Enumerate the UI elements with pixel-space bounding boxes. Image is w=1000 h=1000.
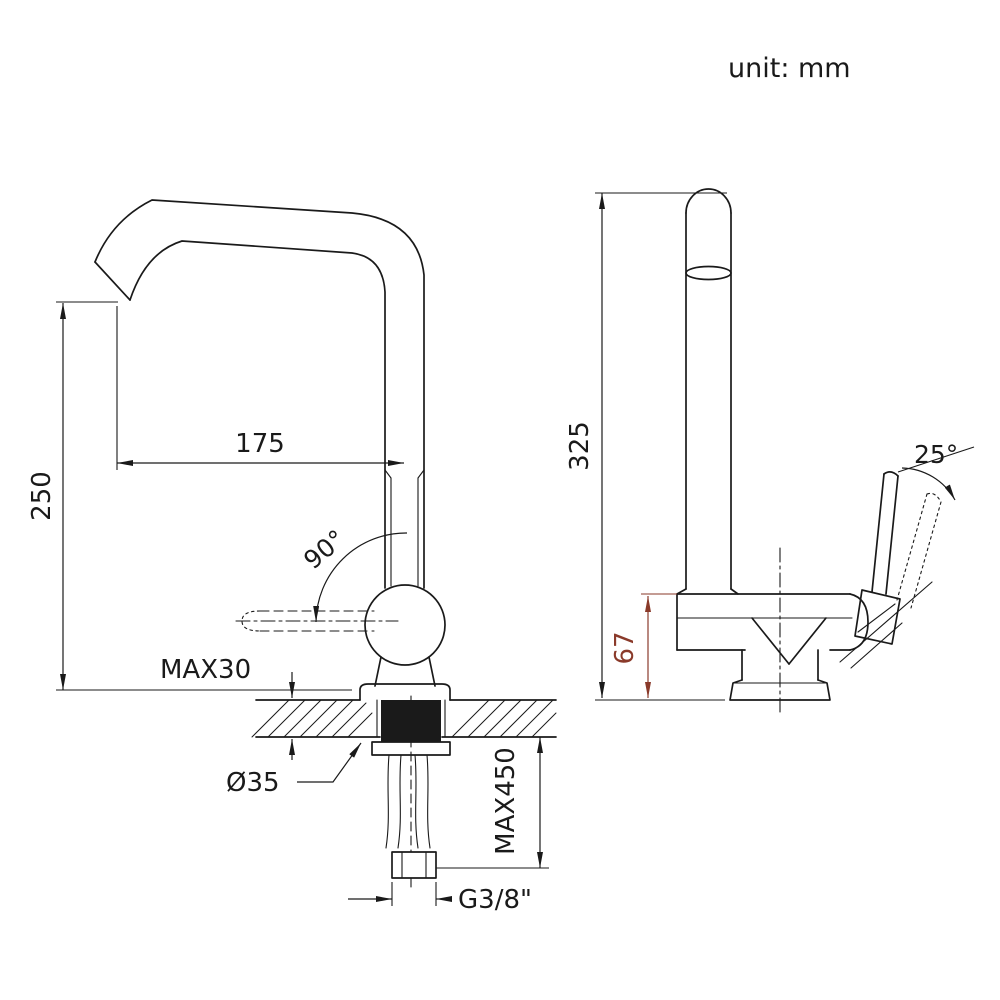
hose-connector-nut <box>391 851 437 879</box>
dim-overall-height-label: 325 <box>565 421 595 471</box>
side-handle-solid <box>839 471 933 669</box>
side-view-dimensions: 325 67 25° <box>565 192 975 701</box>
side-body-outline <box>676 547 869 715</box>
dim-hole-diameter-label: Ø35 <box>226 768 280 798</box>
dim-max-deck-label: MAX30 <box>160 655 251 685</box>
dim-spout-reach-label: 175 <box>235 429 285 459</box>
side-view-faucet <box>676 188 942 715</box>
front-view-dimensions: 175 250 90° MAX30 Ø35 MAX450 G3/8" <box>27 301 549 915</box>
side-pipe-outline <box>685 188 732 590</box>
ball-joint <box>364 584 446 666</box>
dim-body-height-label: 67 <box>610 631 640 664</box>
unit-note: unit: mm <box>728 53 851 84</box>
dim-spout-height-label: 250 <box>27 471 57 521</box>
dim-hose-length-label: MAX450 <box>491 747 521 855</box>
dim-swivel-angle-label: 90° <box>298 524 351 575</box>
dim-handle-tilt-label: 25° <box>914 440 958 469</box>
dim-thread-label: G3/8" <box>458 885 532 915</box>
supply-hoses <box>385 695 431 893</box>
faucet-spout-outline <box>94 199 425 589</box>
countertop-hatch <box>251 699 557 738</box>
faucet-base <box>359 656 451 701</box>
side-handle-tilted-dotted <box>896 492 942 609</box>
side-base-flange <box>729 649 831 701</box>
